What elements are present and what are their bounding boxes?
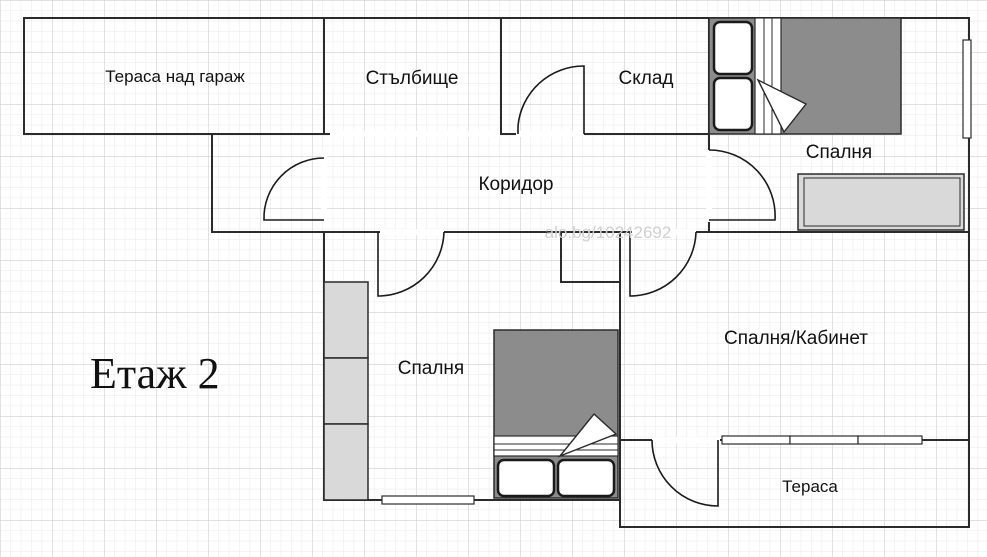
door-corridor-right	[708, 149, 776, 221]
wall-bedroom-office	[619, 231, 970, 528]
dresser-top	[797, 173, 965, 231]
door-storage	[517, 65, 585, 134]
label-storage: Склад	[619, 68, 674, 89]
furniture	[323, 17, 965, 501]
label-terrace: Тераса	[782, 477, 838, 496]
floor-label: Етаж 2	[90, 349, 220, 398]
label-corridor: Коридор	[478, 174, 553, 195]
doors	[263, 65, 776, 507]
window-office-1	[721, 435, 791, 445]
label-bedroom-left: Спалня	[398, 358, 464, 379]
door-bedroom-office	[629, 231, 697, 297]
watermark: alo.bg/10242692	[545, 223, 672, 242]
door-corridor-left	[263, 157, 325, 221]
label-stairwell: Стълбище	[366, 68, 459, 89]
windows	[381, 39, 972, 505]
wall-niche	[560, 232, 620, 283]
door-bedroom-left	[377, 231, 445, 297]
bed-left	[493, 329, 619, 499]
bed-top	[708, 17, 902, 135]
door-terrace	[651, 439, 719, 507]
label-garage-terrace: Тераса над гараж	[105, 67, 245, 86]
label-bedroom-office: Спалня/Кабинет	[724, 328, 868, 349]
wardrobe-left	[323, 281, 369, 501]
window-bedroom-left	[381, 495, 475, 505]
label-bedroom-top: Спалня	[806, 142, 872, 163]
window-bedroom-top	[962, 39, 972, 139]
window-office-2	[789, 435, 859, 445]
window-office-3	[857, 435, 923, 445]
